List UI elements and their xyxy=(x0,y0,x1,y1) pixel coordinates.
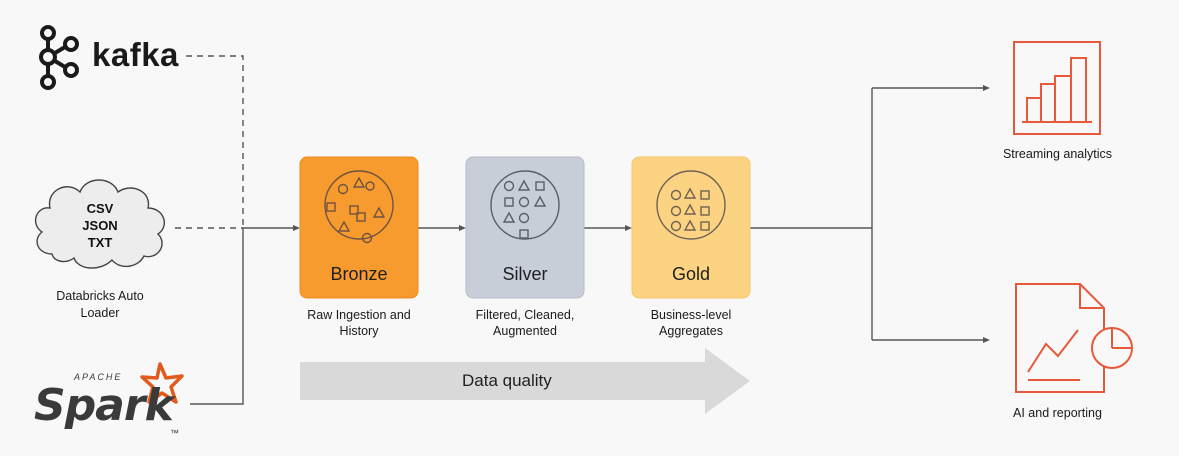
bronze-caption-line2: History xyxy=(339,324,379,338)
spark-tm: ™ xyxy=(170,428,179,438)
stage-label-silver: Silver xyxy=(502,264,548,284)
gold-caption-line2: Aggregates xyxy=(659,324,723,338)
kafka-logo-icon xyxy=(39,25,79,90)
spark-wordmark: Spark xyxy=(34,380,174,431)
bronze-caption-line1: Raw Ingestion and xyxy=(307,308,411,322)
data-quality-arrow xyxy=(300,348,750,414)
output-label-streaming: Streaming analytics xyxy=(1002,147,1113,161)
silver-shapes-icon xyxy=(490,170,560,240)
gold-caption-line1: Business-level xyxy=(650,308,732,322)
output-label-ai-reporting: AI and reporting xyxy=(1013,406,1102,420)
report-chart-icon xyxy=(1015,283,1133,393)
gold-shapes-icon xyxy=(656,170,726,240)
cloud-icon xyxy=(34,179,166,269)
cloud-format-txt: TXT xyxy=(87,235,113,250)
gold-box xyxy=(631,156,751,299)
bronze-box xyxy=(299,156,419,299)
kafka-wordmark: kafka xyxy=(92,36,179,73)
stage-label-gold: Gold xyxy=(671,264,711,284)
autoloader-caption-line1: Databricks Auto xyxy=(56,289,144,303)
cloud-format-csv: CSV xyxy=(86,201,114,216)
stage-label-bronze: Bronze xyxy=(330,264,388,284)
spark-connector xyxy=(190,228,244,405)
silver-caption-line2: Augmented xyxy=(493,324,557,338)
cloud-format-json: JSON xyxy=(82,218,118,233)
data-quality-label: Data quality xyxy=(462,371,552,390)
spark-star-icon xyxy=(140,362,184,404)
silver-caption-line1: Filtered, Cleaned, xyxy=(475,308,575,322)
silver-box xyxy=(465,156,585,299)
spark-apache-label: APACHE xyxy=(74,372,123,382)
bar-chart-icon xyxy=(1013,41,1101,135)
kafka-connector xyxy=(186,55,244,226)
autoloader-caption-line2: Loader xyxy=(80,306,120,320)
bronze-shapes-icon xyxy=(324,170,394,244)
